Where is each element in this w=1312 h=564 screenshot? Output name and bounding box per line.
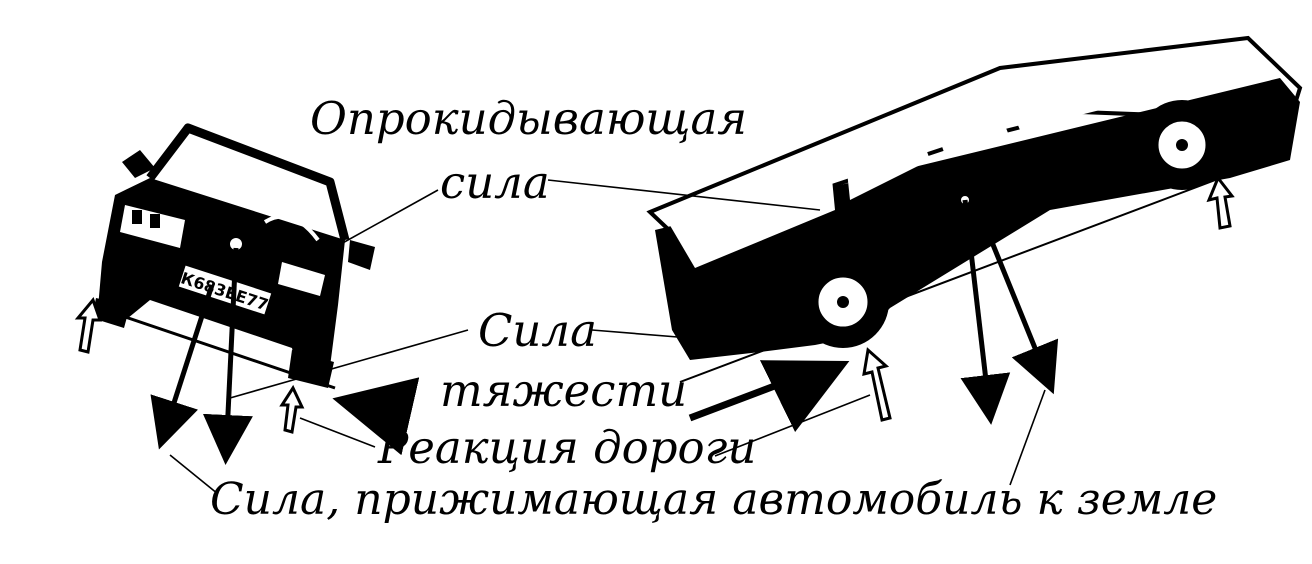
leader-downforce-right [1009,389,1046,486]
label-downforce: Сила, прижимающая автомобиль к земле [210,474,1218,525]
leader-gravity-left [229,329,469,399]
reaction-arrow-left-wheel [74,297,103,354]
leader-overturning-right [547,179,821,211]
reaction-arrow-rear [862,347,892,422]
leader-lines [169,179,1046,495]
windshield [1000,70,1100,130]
middle-window [845,118,930,200]
leader-overturning-left [329,189,439,251]
right-headlight [278,262,325,296]
overturning-arrow-right [759,360,850,433]
downforce-arrow-right [982,224,1059,395]
downforce-arrow-left [150,284,215,450]
front-window [930,88,1010,155]
steering-wheel [263,214,320,242]
front-car-roof [146,123,350,242]
label-overturning-force-cont: сила [440,156,550,209]
right-mirror [348,240,375,270]
leader-reaction-left [299,417,376,448]
overturning-arrow-left [332,377,420,456]
rear-window [668,158,835,268]
label-road-reaction: Реакция дороги [378,421,757,474]
front-car: К683ЕЕ77 [74,123,420,465]
road-slope-dash [688,361,832,422]
left-mirror [122,150,155,178]
leader-downforce-left [169,454,219,495]
side-car [646,35,1303,433]
leader-reaction-right [714,394,871,457]
gravity-arrow-right [960,199,1011,425]
reaction-arrow-front [1206,175,1235,230]
gravity-arrow-left [202,247,253,465]
label-gravity: Сила [478,304,597,357]
reaction-arrow-right-wheel [279,384,305,434]
label-overturning-force: Опрокидывающая [310,92,748,145]
label-gravity-cont: тяжести [440,364,688,417]
leader-gravity-right [591,329,691,339]
